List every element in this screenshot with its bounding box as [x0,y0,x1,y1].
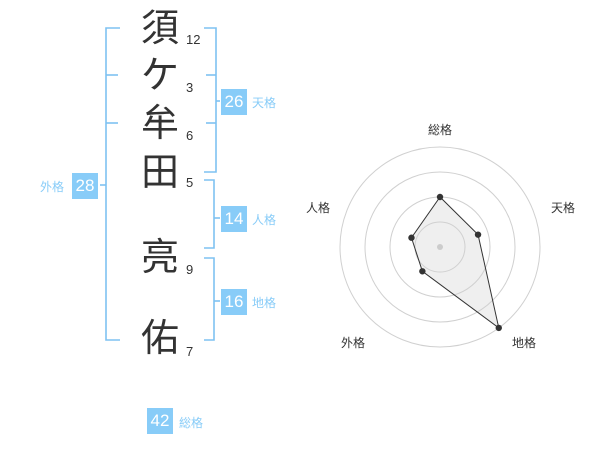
radar-point-3 [495,324,502,332]
name-char-5: 亮 [140,235,179,279]
radar-axis-label-tenkaku: 天格 [551,201,576,215]
jinkaku-value-badge: 14 [221,206,247,232]
tenkaku-label: 天格 [252,96,277,110]
radar-ring-3 [364,171,516,323]
jinkaku-bracket [204,179,215,249]
chikaku-label: 地格 [252,296,277,310]
radar-point-5 [408,234,415,241]
gaikaku-bracket [105,27,120,341]
radar-point-2 [474,231,482,238]
radar-point-1 [436,193,444,201]
radar-axis-label-soukaku: 総格 [428,123,453,137]
name-char-1: 須 [140,6,179,50]
tenkaku-bracket [204,27,217,173]
radar-axis-label-chikaku: 地格 [512,336,537,350]
name-char-4: 田 [140,150,179,194]
radar-axis-label-jinkaku: 人格 [306,201,331,215]
chikaku-value-badge: 16 [221,289,247,315]
stroke-count-3: 6 [186,128,194,143]
name-char-3: 牟 [140,101,179,145]
radar-series-polygon [410,196,500,330]
jinkaku-label: 人格 [252,213,277,227]
soukaku-value-badge: 42 [147,408,173,434]
chikaku-bracket [204,257,215,341]
radar-axis-label-gaikaku: 外格 [341,336,366,350]
name-char-6: 佑 [140,316,179,360]
gaikaku-value-badge: 28 [72,173,98,199]
stroke-count-2: 3 [186,80,194,95]
stroke-count-4: 5 [186,175,194,190]
radar-center-dot [437,244,443,250]
stroke-count-1: 12 [186,32,201,47]
stroke-count-5: 9 [186,262,194,277]
name-char-2: ケ [140,53,179,97]
gaikaku-label: 外格 [40,180,65,194]
soukaku-label: 総格 [179,416,204,430]
radar-point-4 [419,268,426,275]
radar-ring-4 [339,146,541,348]
stroke-count-6: 7 [186,344,194,359]
tenkaku-value-badge: 26 [221,89,247,115]
